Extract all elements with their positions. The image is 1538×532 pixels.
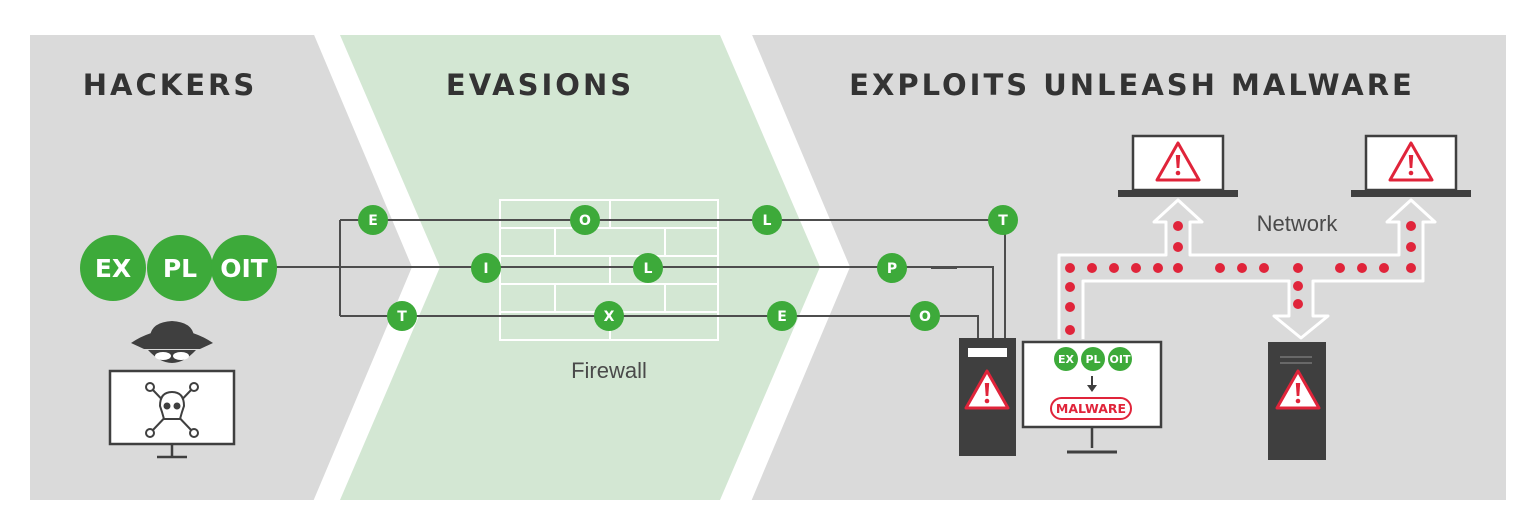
server-icon [959,338,1016,456]
packet-top-4: T [988,205,1018,235]
svg-text:O: O [579,213,591,229]
packet-top-2: O [570,205,600,235]
hacker-icon [131,321,213,363]
svg-text:T: T [998,213,1008,229]
section-title-exploits: EXPLOITS UNLEASH MALWARE [849,68,1415,102]
network-traffic-dots [1065,221,1416,335]
network-label: Network [1257,211,1339,236]
svg-text:E: E [777,309,787,325]
svg-text:O: O [919,309,931,325]
section-title-evasions: EVASIONS [446,68,634,102]
packet-bottom-1: T [387,301,417,331]
infected-monitor: EX PL OIT MALWARE [1021,340,1163,454]
exploit-word: EX PL OIT [80,235,277,301]
packet-bottom-3: E [767,301,797,331]
svg-text:OIT: OIT [1110,353,1131,366]
packet-bottom-2: X [594,301,624,331]
network-pipes [1057,198,1437,340]
packet-top-1: E [358,205,388,235]
svg-text:L: L [644,261,653,277]
firewall-label: Firewall [571,358,647,383]
packet-middle-1: I [471,253,501,283]
svg-text:T: T [397,309,407,325]
svg-text:X: X [604,309,615,325]
packet-bottom-4: O [910,301,940,331]
svg-text:PL: PL [1085,353,1100,366]
laptop-icon [1118,134,1238,197]
svg-text:MALWARE: MALWARE [1056,401,1126,416]
packet-middle-2: L [633,253,663,283]
section-title-hackers: HACKERS [83,68,258,102]
laptop-icon-2 [1351,134,1471,197]
svg-text:OIT: OIT [220,254,268,283]
svg-text:P: P [887,261,897,277]
skull-crossbones-icon [145,382,199,438]
server-icon-2 [1268,342,1326,460]
svg-text:EX: EX [1058,353,1075,366]
packet-middle-3: P [877,253,907,283]
packet-top-3: L [752,205,782,235]
svg-text:I: I [483,261,488,277]
svg-text:PL: PL [163,254,197,283]
svg-text:L: L [763,213,772,229]
svg-text:EX: EX [95,254,131,283]
svg-text:E: E [368,213,378,229]
